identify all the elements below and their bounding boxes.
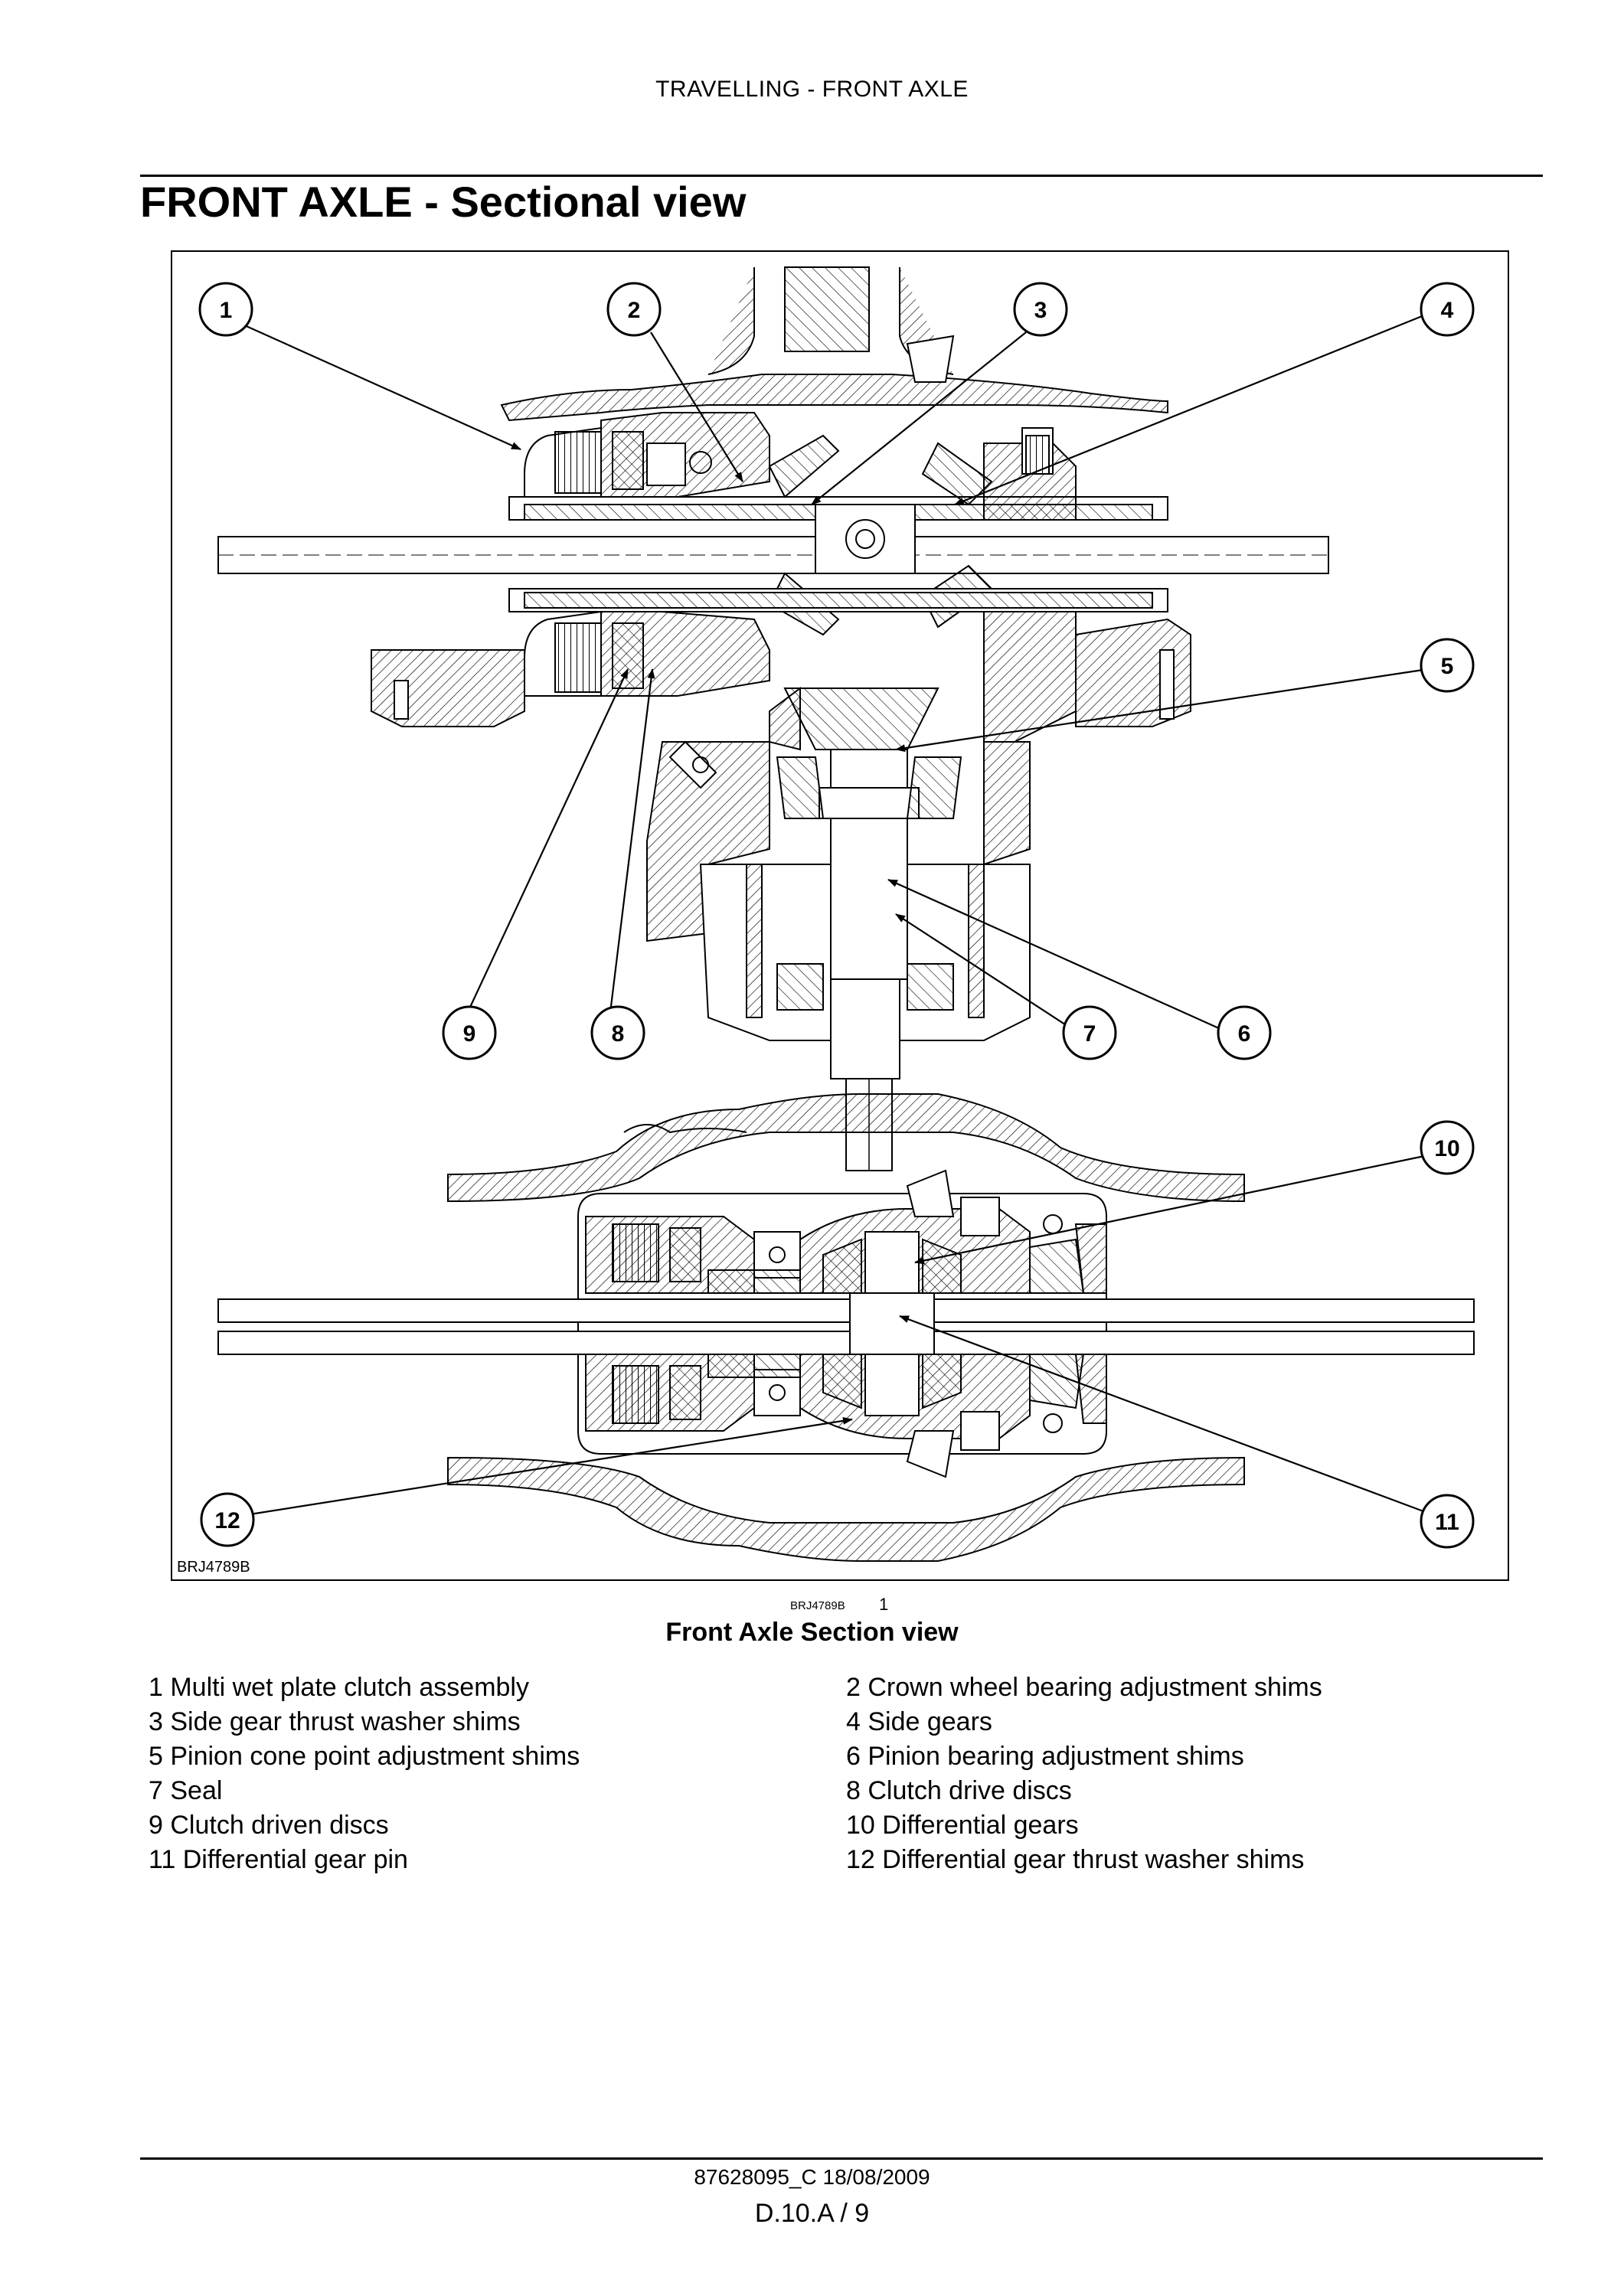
axle-drawing: 1 2 3 4 5 6 7 8 [198,266,1475,1562]
callout-2: 2 [606,282,662,337]
svg-text:1: 1 [220,298,233,323]
legend-item: 3 Side gear thrust washer shims [149,1707,521,1736]
legend-item: 9 Clutch driven discs [149,1811,389,1840]
legend-right-column: 2 Crown wheel bearing adjustment shims 4… [846,1671,1322,1877]
legend-item: 7 Seal [149,1776,223,1805]
svg-text:9: 9 [463,1021,476,1047]
svg-text:2: 2 [628,298,641,323]
leader-lines [225,312,1430,1517]
page-title: FRONT AXLE - Sectional view [140,178,747,226]
legend-item: 2 Crown wheel bearing adjustment shims [846,1673,1322,1702]
svg-text:12: 12 [214,1508,240,1533]
document-code: 87628095_C 18/08/2009 [694,2165,930,2189]
svg-text:6: 6 [1238,1021,1251,1047]
figure-caption: Front Axle Section view [665,1618,959,1647]
callout-9: 9 [442,1005,497,1060]
header-rule [140,175,1543,177]
svg-text:10: 10 [1434,1136,1459,1161]
footer-rule [140,2157,1543,2160]
legend-item: 8 Clutch drive discs [846,1776,1072,1805]
legend-item: 6 Pinion bearing adjustment shims [846,1742,1244,1771]
callout-10: 10 [1420,1120,1475,1175]
sectional-view-figure: 1 2 3 4 5 6 7 8 [171,250,1509,1581]
callout-4: 4 [1420,282,1475,337]
callout-7: 7 [1062,1005,1117,1060]
bottom-section-drawing [217,1093,1475,1562]
figure-ref-number: 1 [879,1595,889,1614]
callout-1: 1 [198,282,253,337]
svg-text:8: 8 [612,1021,625,1047]
svg-text:3: 3 [1034,298,1047,323]
callout-3: 3 [1013,282,1068,337]
legend-item: 1 Multi wet plate clutch assembly [149,1673,529,1702]
svg-text:7: 7 [1083,1021,1096,1047]
legend-item: 10 Differential gears [846,1811,1079,1840]
figure-ref-code: BRJ4789B [790,1599,845,1612]
legend-item: 5 Pinion cone point adjustment shims [149,1742,580,1771]
svg-text:11: 11 [1435,1510,1459,1535]
legend-item: 4 Side gears [846,1707,992,1736]
svg-text:5: 5 [1441,654,1454,679]
callout-5: 5 [1420,638,1475,693]
svg-text:4: 4 [1441,298,1454,323]
legend-item: 11 Differential gear pin [149,1845,408,1874]
page-number: D.10.A / 9 [754,2199,870,2228]
legend-item: 12 Differential gear thrust washer shims [846,1845,1305,1874]
section-header: TRAVELLING - FRONT AXLE [655,77,969,102]
callout-6: 6 [1217,1005,1272,1060]
top-section-drawing [217,266,1329,1171]
legend-left-column: 1 Multi wet plate clutch assembly 3 Side… [149,1671,580,1877]
callout-12: 12 [200,1492,255,1547]
figure-corner-code: BRJ4789B [177,1559,250,1576]
callout-8: 8 [590,1005,645,1060]
callout-11: 11 [1420,1494,1475,1549]
